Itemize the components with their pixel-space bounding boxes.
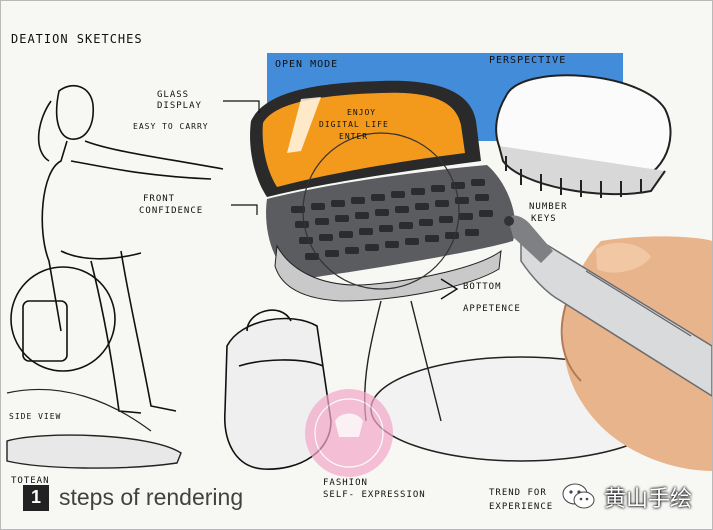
- caption-bar: 1 steps of rendering: [23, 484, 243, 511]
- caption-text: steps of rendering: [59, 484, 244, 510]
- watermark-seal: [305, 389, 393, 477]
- trend-label-2: EXPERIENCE: [489, 502, 553, 512]
- wechat-icon: [562, 483, 595, 509]
- front-confidence-label-1: FRONT: [143, 194, 175, 204]
- banner-right-label: PERSPECTIVE: [489, 55, 566, 66]
- fashion-label-2: SELF- EXPRESSION: [323, 490, 426, 500]
- hand-with-marker: [504, 215, 712, 471]
- glass-display-label-1: GLASS: [157, 90, 189, 100]
- easy-to-carry-label: EASY TO CARRY: [133, 122, 209, 131]
- screen-line-1: ENJOY: [347, 108, 376, 117]
- bottom-label: BOTTOM: [463, 282, 502, 292]
- number-keys-label-1: NUMBER: [529, 202, 568, 212]
- pod-device: [495, 74, 672, 198]
- step-number-badge: 1: [23, 484, 49, 511]
- fashion-label-1: FASHION: [323, 478, 368, 488]
- trend-label-1: TREND FOR: [489, 488, 547, 498]
- appetence-label: APPETENCE: [463, 304, 521, 314]
- screen-line-2: DIGITAL LIFE: [319, 120, 389, 129]
- sketch-title: DEATION SKETCHES: [11, 32, 143, 46]
- banner-left-label: OPEN MODE: [275, 59, 338, 70]
- number-keys-label-2: KEYS: [531, 214, 557, 224]
- brand-name: 黄山手绘: [603, 487, 692, 512]
- side-view-label: SIDE VIEW: [9, 412, 61, 421]
- person-sketch: [10, 84, 224, 414]
- bottom-left-label: TOTEAN: [11, 476, 50, 486]
- device-sketch: [250, 80, 516, 302]
- glass-display-label-2: DISPLAY: [157, 101, 202, 111]
- front-confidence-label-2: CONFIDENCE: [139, 206, 203, 216]
- screen-line-3: ENTER: [339, 132, 368, 141]
- brand-watermark: 黄山手绘: [562, 481, 692, 513]
